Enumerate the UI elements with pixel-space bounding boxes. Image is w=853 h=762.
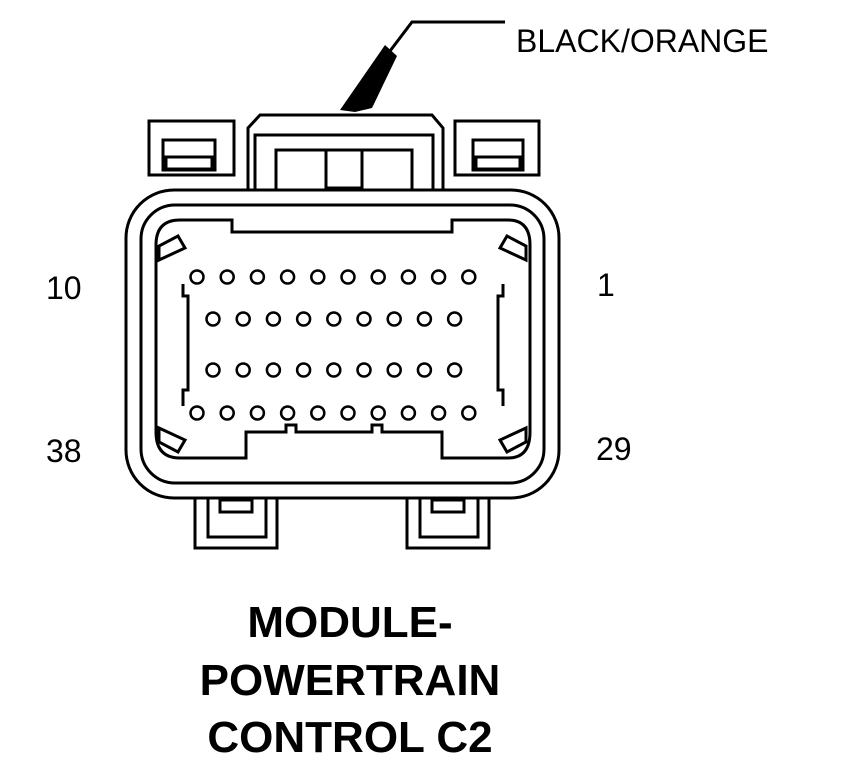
pin-cavity (326, 311, 342, 327)
pin-cavity (189, 269, 205, 285)
top-right-mount-tab (453, 119, 541, 177)
pin-cavity (205, 311, 221, 327)
bottom-left-mount-tab (193, 490, 279, 550)
pin-cavity (416, 311, 433, 327)
connector-title-line-2: POWERTRAIN (200, 656, 501, 705)
pin-cavity (370, 269, 386, 285)
pin-cavity (356, 362, 372, 378)
pin-cavity (326, 362, 342, 378)
connector-title-line-3: CONTROL C2 (207, 713, 492, 762)
top-left-mount-tab (147, 119, 236, 177)
pin-label-38: 38 (46, 433, 82, 469)
pin-cavity (340, 269, 356, 285)
pin-cavity-face (154, 218, 532, 460)
pin-cavity (295, 362, 312, 378)
pin-cavity (310, 405, 326, 421)
pin-cavity (386, 362, 402, 378)
pin-cavity (265, 311, 282, 327)
pin-label-1: 1 (597, 267, 615, 303)
pin-label-10: 10 (46, 270, 82, 306)
connector-housing-inner (139, 203, 546, 485)
pin-cavity (446, 311, 463, 327)
pin-label-29: 29 (596, 431, 632, 467)
wire-color-label: BLACK/ORANGE (516, 23, 769, 59)
pin-cavity (265, 362, 282, 378)
pin-cavity (340, 405, 356, 421)
bottom-right-mount-tab (405, 490, 491, 550)
pin-cavity (235, 362, 251, 378)
pin-cavity (219, 405, 235, 421)
connector-title-line-1: MODULE- (247, 598, 452, 647)
pin-cavity (219, 269, 235, 285)
pin-cavity (249, 405, 266, 421)
pin-cavity (400, 269, 417, 285)
pin-cavity (205, 362, 221, 378)
pin-cavity (370, 405, 386, 421)
pin-grid (189, 269, 477, 421)
connector-housing-outer (124, 188, 561, 500)
pin-cavity (189, 405, 205, 421)
pin-cavity (461, 405, 477, 421)
pin-cavity (400, 405, 417, 421)
color-leader (340, 20, 505, 112)
pin-cavity (279, 405, 296, 421)
pin-cavity (295, 311, 312, 327)
pin-cavity (310, 269, 326, 285)
pin-cavity (249, 269, 266, 285)
pin-cavity (446, 362, 463, 378)
pin-cavity (416, 362, 433, 378)
pin-cavity (386, 311, 402, 327)
pin-cavity (235, 311, 251, 327)
pin-cavity (430, 269, 447, 285)
pin-cavity (356, 311, 372, 327)
pin-cavity (430, 405, 447, 421)
pin-cavity (279, 269, 296, 285)
pin-cavity (461, 269, 477, 285)
